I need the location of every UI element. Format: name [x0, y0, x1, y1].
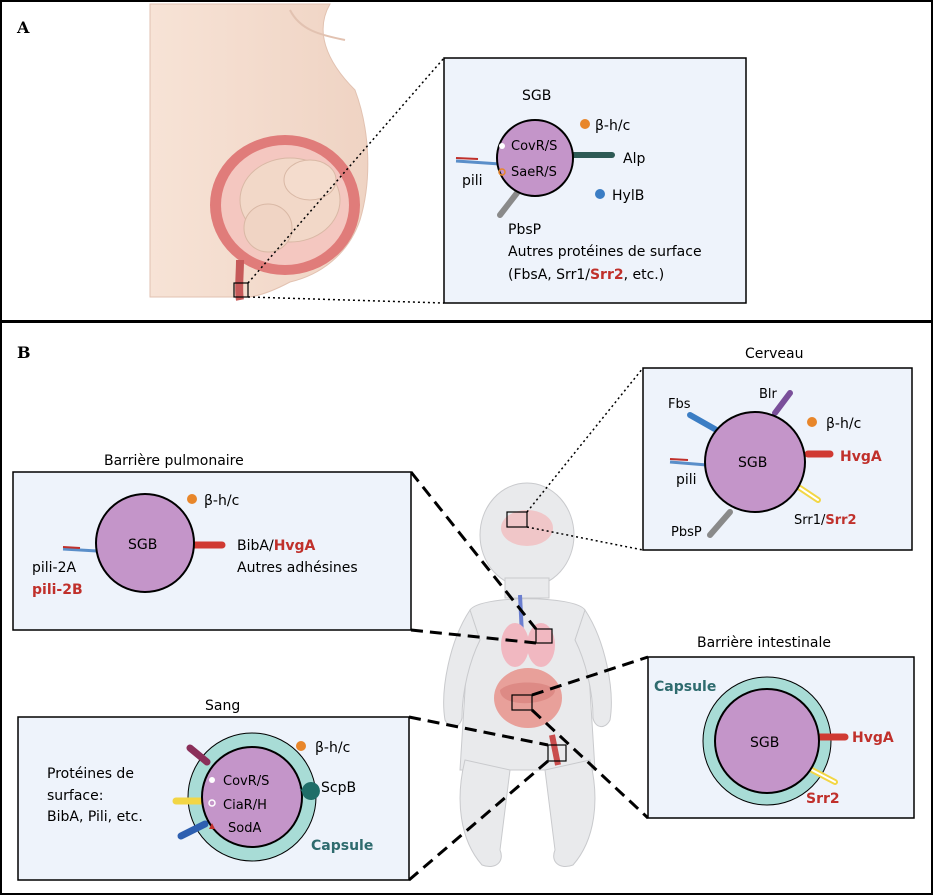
surface-line2-blood: surface:	[47, 788, 103, 804]
intestine-title: Barrière intestinale	[697, 635, 831, 651]
lung-title: Barrière pulmonaire	[104, 453, 244, 469]
capsule-label-blood: Capsule	[311, 838, 373, 854]
sgb-label-lung: SGB	[128, 537, 157, 553]
surface-line3-blood: BibA, Pili, etc.	[47, 809, 143, 825]
sgb-bacterium-lung	[95, 493, 195, 593]
panel-b-letter: B	[17, 343, 31, 362]
sgb-label-brain: SGB	[738, 455, 767, 471]
alp-label: Alp	[623, 151, 645, 167]
scpb-label: ScpB	[321, 780, 356, 796]
soda-label: SodA	[228, 821, 261, 836]
zoom-square-a	[233, 282, 249, 298]
pbsp-label-brain: PbsP	[671, 525, 702, 540]
beta-hc-label-blood: β-h/c	[315, 740, 350, 756]
srr-label-brain: Srr1/Srr2	[794, 513, 857, 528]
pili-2b-label: pili-2B	[32, 582, 83, 598]
hylb-label: HylB	[612, 188, 644, 204]
ciarh-label: CiaR/H	[223, 798, 267, 813]
sgb-bacterium-intestine	[714, 688, 820, 794]
sgb-label-a: SGB	[522, 88, 551, 104]
pili-label-a: pili	[462, 173, 483, 189]
surface-line1-blood: Protéines de	[47, 766, 134, 782]
saers-label-a: SaeR/S	[511, 165, 557, 180]
panel-a-letter: A	[17, 18, 30, 37]
sgb-bacterium-brain	[704, 411, 806, 513]
beta-hc-label-brain: β-h/c	[826, 416, 861, 432]
fbs-label: Fbs	[668, 397, 691, 412]
sgb-label-intestine: SGB	[750, 735, 779, 751]
hvga-label-brain: HvgA	[840, 449, 882, 465]
hvga-label-intestine: HvgA	[852, 730, 894, 746]
other-adhesins-label: Autres adhésines	[237, 560, 358, 576]
sgb-bacterium-blood	[201, 746, 303, 848]
capsule-label-intestine: Capsule	[654, 679, 716, 695]
beta-hc-label-lung: β-h/c	[204, 493, 239, 509]
pili-2a-label: pili-2A	[32, 560, 77, 576]
beta-hc-label-a: β-h/c	[595, 118, 630, 134]
blr-label: Blr	[759, 387, 778, 402]
surface-proteins-line2: (FbsA, Srr1/Srr2, etc.)	[508, 267, 664, 283]
srr2-label-intestine: Srr2	[806, 791, 840, 807]
covrs-label-blood: CovR/S	[223, 774, 269, 789]
surface-proteins-line1: Autres protéines de surface	[508, 244, 702, 260]
pili-label-brain: pili	[676, 472, 697, 488]
sgb-bacterium-a	[496, 119, 574, 197]
biba-hvga-label: BibA/HvgA	[237, 538, 316, 554]
blood-title: Sang	[205, 698, 240, 714]
brain-title: Cerveau	[745, 346, 804, 362]
covrs-label-a: CovR/S	[511, 139, 557, 154]
sgb-vaginal-box	[443, 57, 747, 304]
pbsp-label-a: PbsP	[508, 222, 541, 238]
pregnant-woman-illustration	[149, 3, 369, 301]
